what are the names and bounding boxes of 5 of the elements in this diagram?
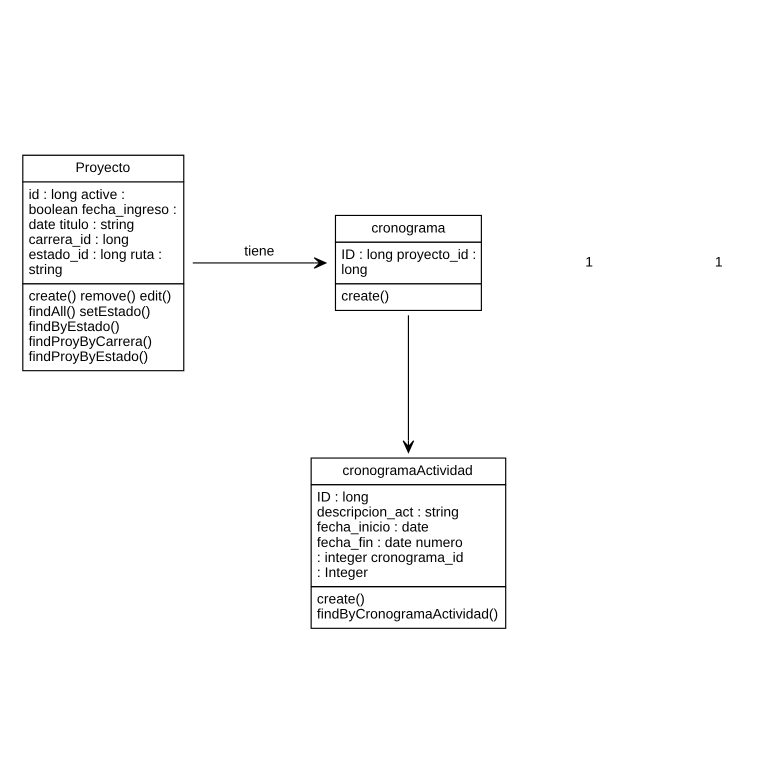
- arrow: [402, 315, 414, 453]
- arrow: [192, 257, 326, 269]
- label: 1: [585, 254, 593, 270]
- edge-label: tiene: [244, 242, 274, 259]
- label: 1: [714, 254, 723, 270]
